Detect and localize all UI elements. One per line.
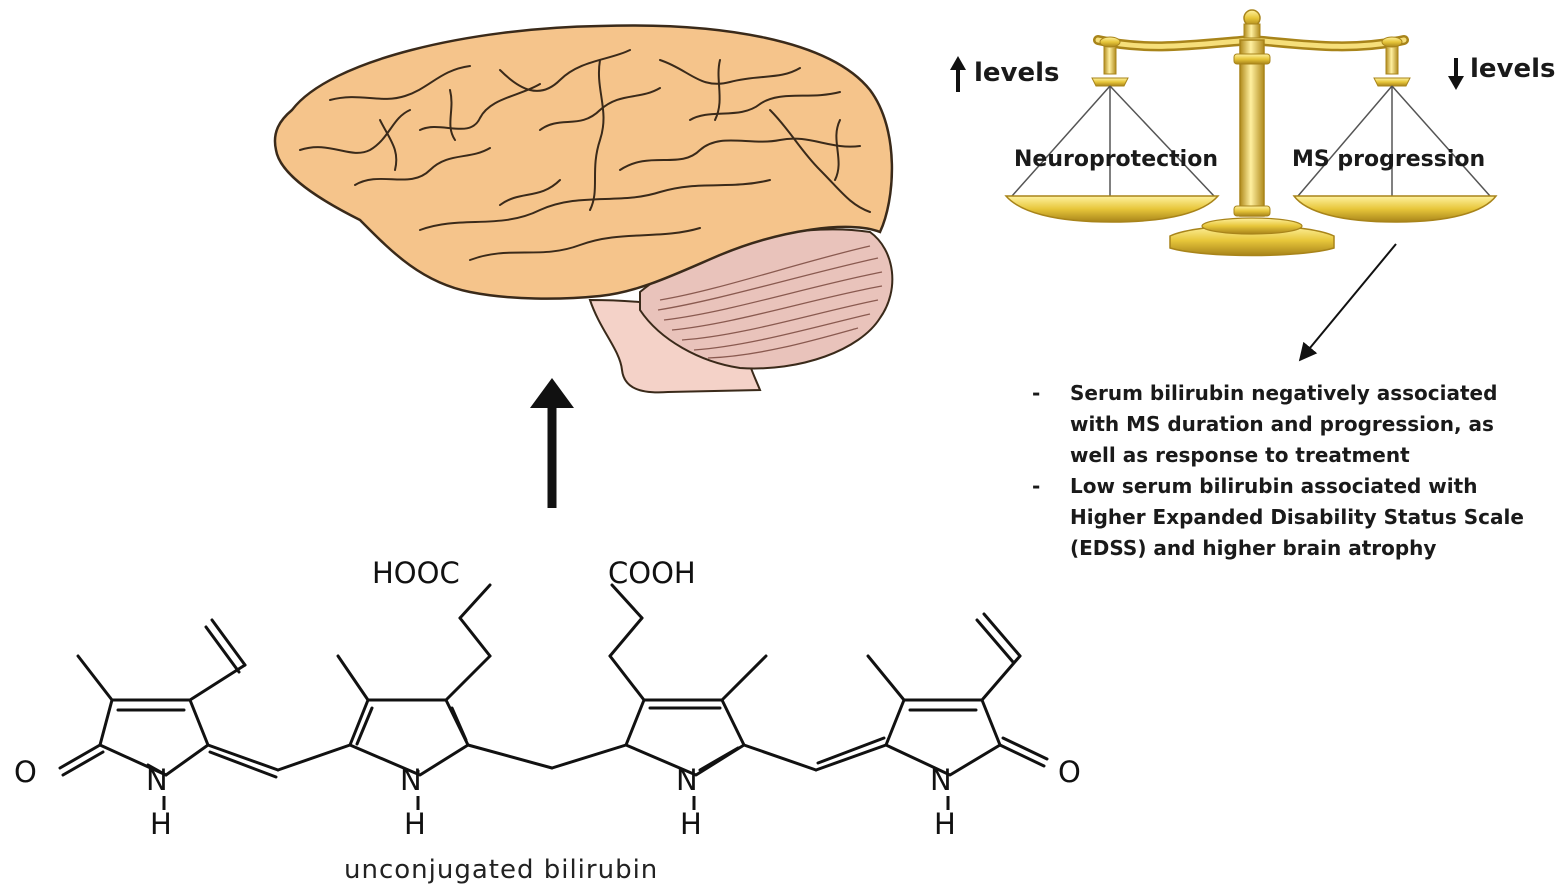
bilirubin-structure xyxy=(58,583,1049,779)
ms-progression-label: MS progression xyxy=(1292,147,1486,172)
finding-text-line: Low serum bilirubin associated with xyxy=(1070,474,1478,498)
finding-text-line: (EDSS) and higher brain atrophy xyxy=(1070,536,1437,560)
finding-item: - Serum bilirubin negatively associated … xyxy=(1032,378,1552,471)
hydrogen-label: H xyxy=(150,807,172,841)
hydrogen-label: H xyxy=(404,807,426,841)
levels-down-label: levels xyxy=(1470,54,1556,84)
nitrogen-label: N xyxy=(930,763,952,797)
finding-text-line: Higher Expanded Disability Status Scale xyxy=(1070,505,1524,529)
balance-scale xyxy=(950,9,1498,257)
hydrogen-label: H xyxy=(934,807,956,841)
finding-text-line: well as response to treatment xyxy=(1070,443,1410,467)
cerebrum xyxy=(273,24,894,300)
left-pan xyxy=(1004,195,1220,223)
hydrogen-label: H xyxy=(680,807,702,841)
oxygen-left-label: O xyxy=(14,755,37,789)
bullet-dash: - xyxy=(1032,474,1041,498)
pointer-arrow xyxy=(1298,243,1397,362)
oxygen-right-label: O xyxy=(1058,755,1081,789)
levels-up-label: levels xyxy=(974,58,1060,88)
nitrogen-label: N xyxy=(146,763,168,797)
finding-item: - Low serum bilirubin associated with Hi… xyxy=(1032,471,1552,564)
brain-sulci xyxy=(299,49,871,261)
nitrogen-label: N xyxy=(676,763,698,797)
findings-list: - Serum bilirubin negatively associated … xyxy=(1032,378,1552,564)
arrow-up-icon xyxy=(950,56,966,92)
cerebellum-folia xyxy=(657,245,883,359)
molecule-labels: HOOC COOH O O N H N H N H N H unconjugat… xyxy=(14,556,1081,885)
right-pan xyxy=(1292,195,1498,223)
arrow-down-icon xyxy=(1448,58,1464,90)
bullet-dash: - xyxy=(1032,381,1041,405)
nitrogen-label: N xyxy=(400,763,422,797)
up-arrow xyxy=(530,378,574,508)
carboxyl-left-label: HOOC xyxy=(372,556,460,590)
neuroprotection-label: Neuroprotection xyxy=(1014,147,1218,172)
molecule-caption: unconjugated bilirubin xyxy=(344,855,658,885)
carboxyl-right-label: COOH xyxy=(608,556,696,590)
nh-bonds xyxy=(162,770,950,810)
finding-text-line: with MS duration and progression, as xyxy=(1070,412,1494,436)
finding-text-line: Serum bilirubin negatively associated xyxy=(1070,381,1498,405)
brain-illustration xyxy=(273,24,894,394)
